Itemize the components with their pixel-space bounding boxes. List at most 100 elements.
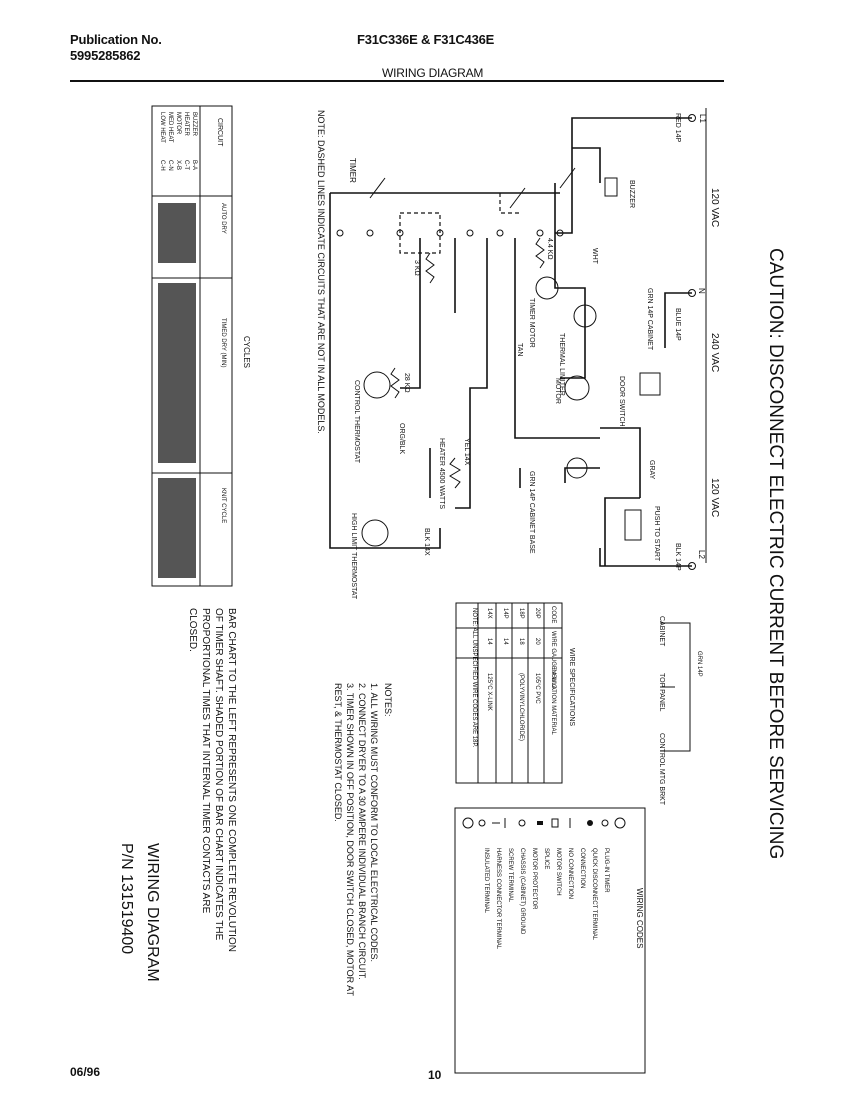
wiring-code-label: SCREW TERMINAL	[507, 848, 513, 903]
l1-wire-code: RED 14P	[674, 113, 681, 143]
chassis-ground-icon	[660, 622, 691, 752]
ground-top-panel-label: TOP PANEL	[658, 673, 665, 712]
cycles-row-code: B-A	[191, 160, 197, 170]
wiring-code-label: MOTOR SWITCH	[555, 848, 561, 896]
timer-motor-icon	[535, 276, 559, 300]
motor-icon	[564, 375, 590, 401]
cycles-row-name: MED HEAT	[167, 112, 173, 143]
resistor-icon	[535, 237, 545, 269]
splice-icon	[537, 821, 543, 825]
wire-specs-header: CODE	[550, 606, 556, 623]
l2-wire-code: BLK 14P	[674, 543, 681, 571]
motor-switch-icon	[566, 457, 588, 479]
cycles-row-code: C-N	[167, 160, 173, 171]
wire-spec-gauge: 14	[486, 638, 492, 645]
cycles-group-knit: KNIT CYCLE	[220, 488, 226, 523]
wiring-code-label: HARNESS CONNECTOR TERMINAL	[495, 848, 501, 950]
grn-cabinet-label: GRN 14P CABINET	[646, 288, 653, 351]
wire-spec-code: 14X	[486, 608, 492, 619]
voltage-middle: 240 VAC	[709, 333, 720, 372]
insulated-terminal-icon	[462, 817, 474, 829]
control-thermostat-label: CONTROL THERMOSTAT	[353, 380, 360, 464]
door-switch-icon	[639, 372, 661, 396]
buzzer-label: BUZZER	[628, 180, 635, 208]
cycles-group-auto-dry: AUTO DRY	[220, 203, 226, 234]
cycles-group-timed-dry: TIMED DRY (MIN)	[220, 318, 226, 367]
header-rule	[70, 80, 724, 82]
section-title: WIRING DIAGRAM	[382, 66, 484, 80]
ground-wire-label: GRN 14P	[696, 651, 702, 677]
thermal-limiter-label: THERMAL LIMITER	[558, 333, 565, 396]
wire-spec-material: (POLYVINYLCHLORIDE)	[518, 673, 524, 741]
quick-disconnect-icon	[601, 819, 609, 827]
wire-spec-code: 20P	[534, 608, 540, 619]
timer-contacts	[336, 167, 576, 237]
push-to-start-icon	[624, 509, 642, 541]
wire-specs-note: NOTE: ALL UNSPECIFIED WIRE CODES ARE 18P…	[471, 608, 477, 748]
wiring-code-label: NO CONNECTION	[567, 848, 573, 899]
dashed-note-text: NOTE: DASHED LINES INDICATE CIRCUITS THA…	[316, 110, 326, 434]
control-thermostat-icon	[363, 371, 391, 399]
high-limit-thermostat-label: HIGH LIMIT THERMOSTAT	[350, 513, 357, 600]
wire-specs-table	[455, 602, 563, 784]
wire-spec-code: 14P	[502, 608, 508, 619]
main-wiring	[329, 117, 692, 567]
cycles-row-code: X-B	[175, 160, 181, 170]
high-limit-thermostat-icon	[361, 519, 389, 547]
ground-control-bracket-label: CONTROL MTG BRKT	[658, 733, 665, 806]
notes-list-wrap: 1. ALL WIRING MUST CONFORM TO LOCAL ELEC…	[332, 683, 380, 1013]
push-to-start-label: PUSH TO START	[653, 506, 660, 562]
thermal-limiter-icon	[573, 304, 597, 328]
wire-specs-header: WIRE GAUGE A.W.G.	[550, 631, 556, 691]
wire-spec-material: 105°C PVC	[534, 673, 540, 704]
cycles-row-code: C-T	[183, 160, 189, 170]
timer-motor-label: TIMER MOTOR	[528, 298, 535, 348]
resistor-icon-2	[425, 252, 435, 284]
voltage-left: 120 VAC	[709, 188, 720, 227]
wiring-code-label: INSULATED TERMINAL	[483, 848, 489, 914]
wiring-codes-box	[454, 807, 646, 1074]
motor-protector-icon	[518, 819, 526, 827]
wire-spec-gauge: 20	[534, 638, 540, 645]
publication-label: Publication No.	[70, 32, 162, 47]
wiring-code-label: PLUG-IN TIMER	[603, 848, 609, 893]
resistor-label-3: 28 KΩ	[403, 373, 410, 393]
cycles-row-name: BUZZER	[191, 112, 197, 137]
wiring-code-label: CHASSIS (CABINET) GROUND	[519, 848, 525, 935]
resistor-label-2: 3 KΩ	[413, 260, 420, 276]
model-numbers: F31C336E & F31C436E	[357, 32, 495, 47]
circuit-header: CIRCUIT	[216, 118, 223, 147]
n-label: N	[697, 288, 706, 294]
dashed-note: NOTE: DASHED LINES INDICATE CIRCUITS THA…	[316, 110, 326, 434]
dashed-circuit-2	[499, 193, 520, 214]
motor-label: MOTOR	[554, 378, 561, 404]
blk-14x-label: BLK 14X	[423, 528, 430, 556]
ground-cabinet-label: CABINET	[658, 616, 665, 647]
wire-spec-material: 125°C X-LINK	[486, 673, 492, 711]
plug-in-timer-icon	[614, 817, 626, 829]
cycles-table	[151, 105, 233, 587]
wiring-codes-legend: PLUG-IN TIMER QUICK DISCONNECT TERMINAL …	[462, 817, 626, 950]
notes-title: NOTES:	[383, 683, 393, 717]
dashed-circuit	[399, 212, 441, 254]
yel-label: YEL 14X	[463, 438, 470, 466]
publication-number: 5995285862	[70, 48, 141, 63]
door-switch-label: DOOR SWITCH	[618, 376, 625, 427]
wire-spec-gauge: 14	[502, 638, 508, 645]
motor-switch-icon	[551, 818, 559, 828]
tan-label: TAN	[516, 343, 523, 356]
wiring-diagram: CAUTION: DISCONNECT ELECTRIC CURRENT BEF…	[118, 105, 786, 1074]
notes-list: 1. ALL WIRING MUST CONFORM TO LOCAL ELEC…	[332, 683, 380, 1013]
note-item: 2. CONNECT DRYER TO A 30 AMPERE INDIVIDU…	[357, 683, 367, 980]
wiring-codes-title: WIRING CODES	[635, 888, 644, 948]
wire-specs-title: WIRE SPECIFICATIONS	[568, 648, 575, 726]
l2-label: L2	[697, 550, 706, 559]
l1-label: L1	[698, 114, 707, 123]
cabinet-base-label: GRN 14P CABINET BASE	[528, 471, 535, 554]
heater-label: HEATER 4500 WATTS	[438, 438, 445, 509]
resistor-icon-3	[390, 367, 400, 399]
part-number: P/N 131519400	[118, 843, 135, 954]
wht-label: WHT	[591, 248, 598, 265]
wire-specs-note-wrap: NOTE: ALL UNSPECIFIED WIRE CODES ARE 18P…	[471, 608, 477, 748]
org-blk-label: ORG/BLK	[398, 423, 405, 454]
